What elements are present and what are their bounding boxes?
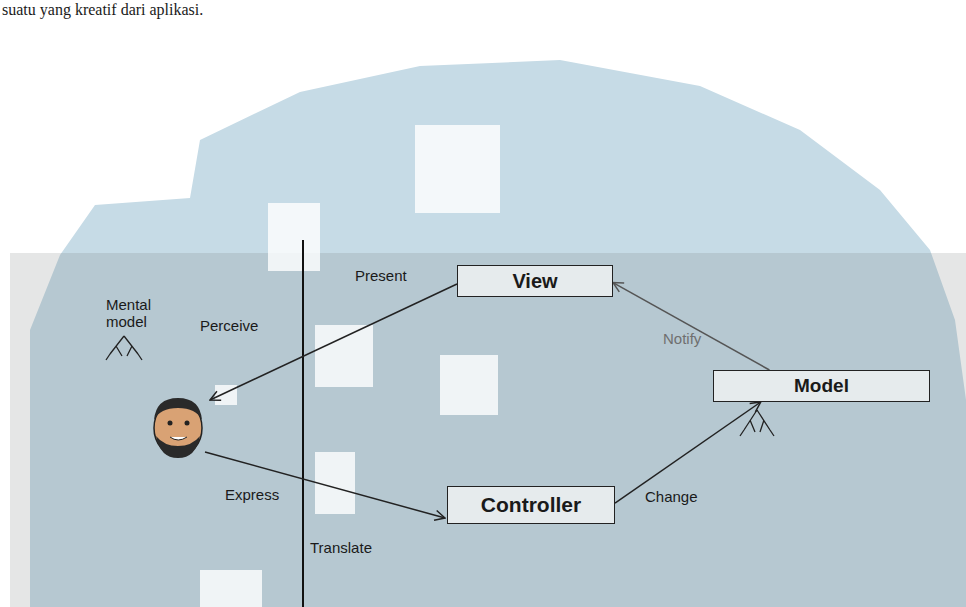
- perceive-label: Perceive: [200, 318, 258, 335]
- express-arrow: [205, 452, 445, 518]
- node-label: Model: [794, 375, 849, 397]
- face-icon: [154, 398, 202, 458]
- mental-model-label: Mental model: [106, 297, 168, 330]
- edge-label: Notify: [663, 331, 701, 348]
- node-label: Controller: [481, 493, 581, 517]
- boundary-line: [302, 240, 304, 607]
- edge-arrow: [615, 402, 761, 503]
- edge-arrow: [613, 283, 769, 370]
- body-text: suatu yang kreatif dari aplikasi.: [2, 1, 203, 19]
- tree-symbol: [106, 336, 142, 360]
- node-label: View: [512, 270, 557, 293]
- photo-region: [10, 253, 966, 607]
- edge-label: Change: [645, 489, 698, 506]
- translate-label: Translate: [310, 540, 372, 557]
- watermark-squares: [200, 125, 500, 607]
- model-box: Model: [713, 370, 930, 402]
- present-arrow: [210, 284, 457, 400]
- present-label: Present: [355, 268, 407, 285]
- express-label: Express: [225, 487, 279, 504]
- view-box: View: [457, 265, 613, 297]
- tree-symbol: [740, 410, 774, 436]
- controller-box: Controller: [447, 486, 615, 524]
